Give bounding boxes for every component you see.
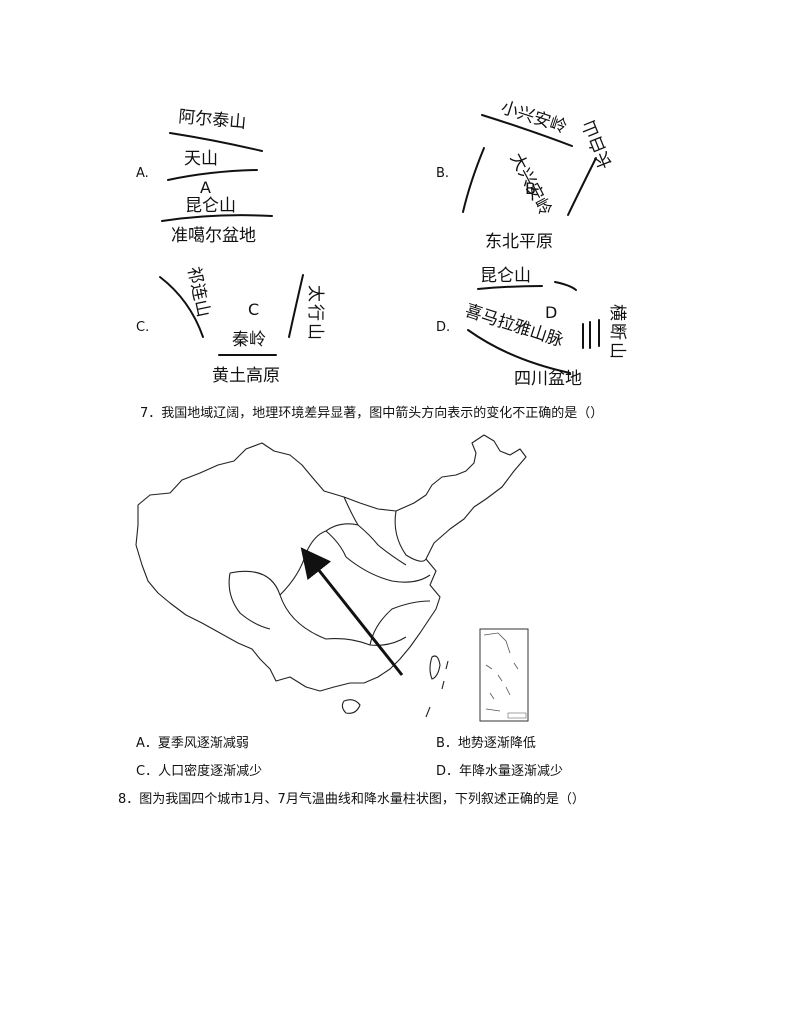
q6-option-a[interactable]: A. 阿尔泰山 天山 A 昆仑山 准噶尔盆地 xyxy=(0,0,400,260)
south-china-sea-inset xyxy=(479,628,529,722)
label-taihangshan: 太行山 xyxy=(305,285,325,342)
q6-option-b[interactable]: B. 小兴安岭 大兴安岭 B 长白山 东北平原 xyxy=(400,0,794,260)
question-8: 8．图为我国四个城市1月、7月气温曲线和降水量柱状图，下列叙述正确的是（） xyxy=(118,792,585,807)
label-center-c: C xyxy=(248,300,259,319)
label-qilianshan: 祁连山 xyxy=(183,265,213,319)
label-center-a: A xyxy=(200,178,211,197)
label-qinling: 秦岭 xyxy=(232,330,266,350)
label-center-d: D xyxy=(545,303,557,322)
label-tianshan: 天山 xyxy=(184,149,218,169)
direction-arrow xyxy=(300,547,404,676)
label-center-b: B xyxy=(525,179,536,198)
diagram-a: 阿尔泰山 天山 A 昆仑山 准噶尔盆地 xyxy=(161,107,273,246)
q6-option-d[interactable]: D. 昆仑山 D 喜马拉雅山脉 横断山 四川盆地 xyxy=(400,260,794,390)
diagram-b: 小兴安岭 大兴安岭 B 长白山 东北平原 xyxy=(462,98,617,252)
option-7c[interactable]: C．人口密度逐渐减少 xyxy=(136,764,263,779)
label-hengduanshan: 横断山 xyxy=(607,304,627,361)
option-letter: C. xyxy=(136,320,150,335)
option-7a[interactable]: A．夏季风逐渐减弱 xyxy=(136,736,249,751)
option-letter: B. xyxy=(436,166,450,181)
label-kunlun: 昆仑山 xyxy=(185,196,236,216)
diagram-c: 祁连山 C 太行山 秦岭 黄土高原 xyxy=(159,265,325,386)
question-7: 7．我国地域辽阔，地理环境差异显著，图中箭头方向表示的变化不正确的是（） xyxy=(140,406,604,421)
option-7d[interactable]: D．年降水量逐渐减少 xyxy=(436,764,564,779)
china-map xyxy=(135,434,529,722)
label-dongbei-pingyuan: 东北平原 xyxy=(485,232,553,252)
label-huangtu: 黄土高原 xyxy=(212,366,280,386)
option-letter: D. xyxy=(436,320,451,335)
label-changbaishan: 长白山 xyxy=(579,117,617,172)
diagram-d: 昆仑山 D 喜马拉雅山脉 横断山 四川盆地 xyxy=(462,266,627,389)
option-letter: A. xyxy=(136,166,149,181)
label-kunlun-d: 昆仑山 xyxy=(480,266,531,286)
option-7b[interactable]: B．地势逐渐降低 xyxy=(436,736,536,751)
label-sichuan-basin: 四川盆地 xyxy=(514,369,582,389)
label-altai: 阿尔泰山 xyxy=(178,107,247,133)
label-junggar: 准噶尔盆地 xyxy=(171,226,256,246)
q6-option-c[interactable]: C. 祁连山 C 太行山 秦岭 黄土高原 xyxy=(0,260,400,390)
